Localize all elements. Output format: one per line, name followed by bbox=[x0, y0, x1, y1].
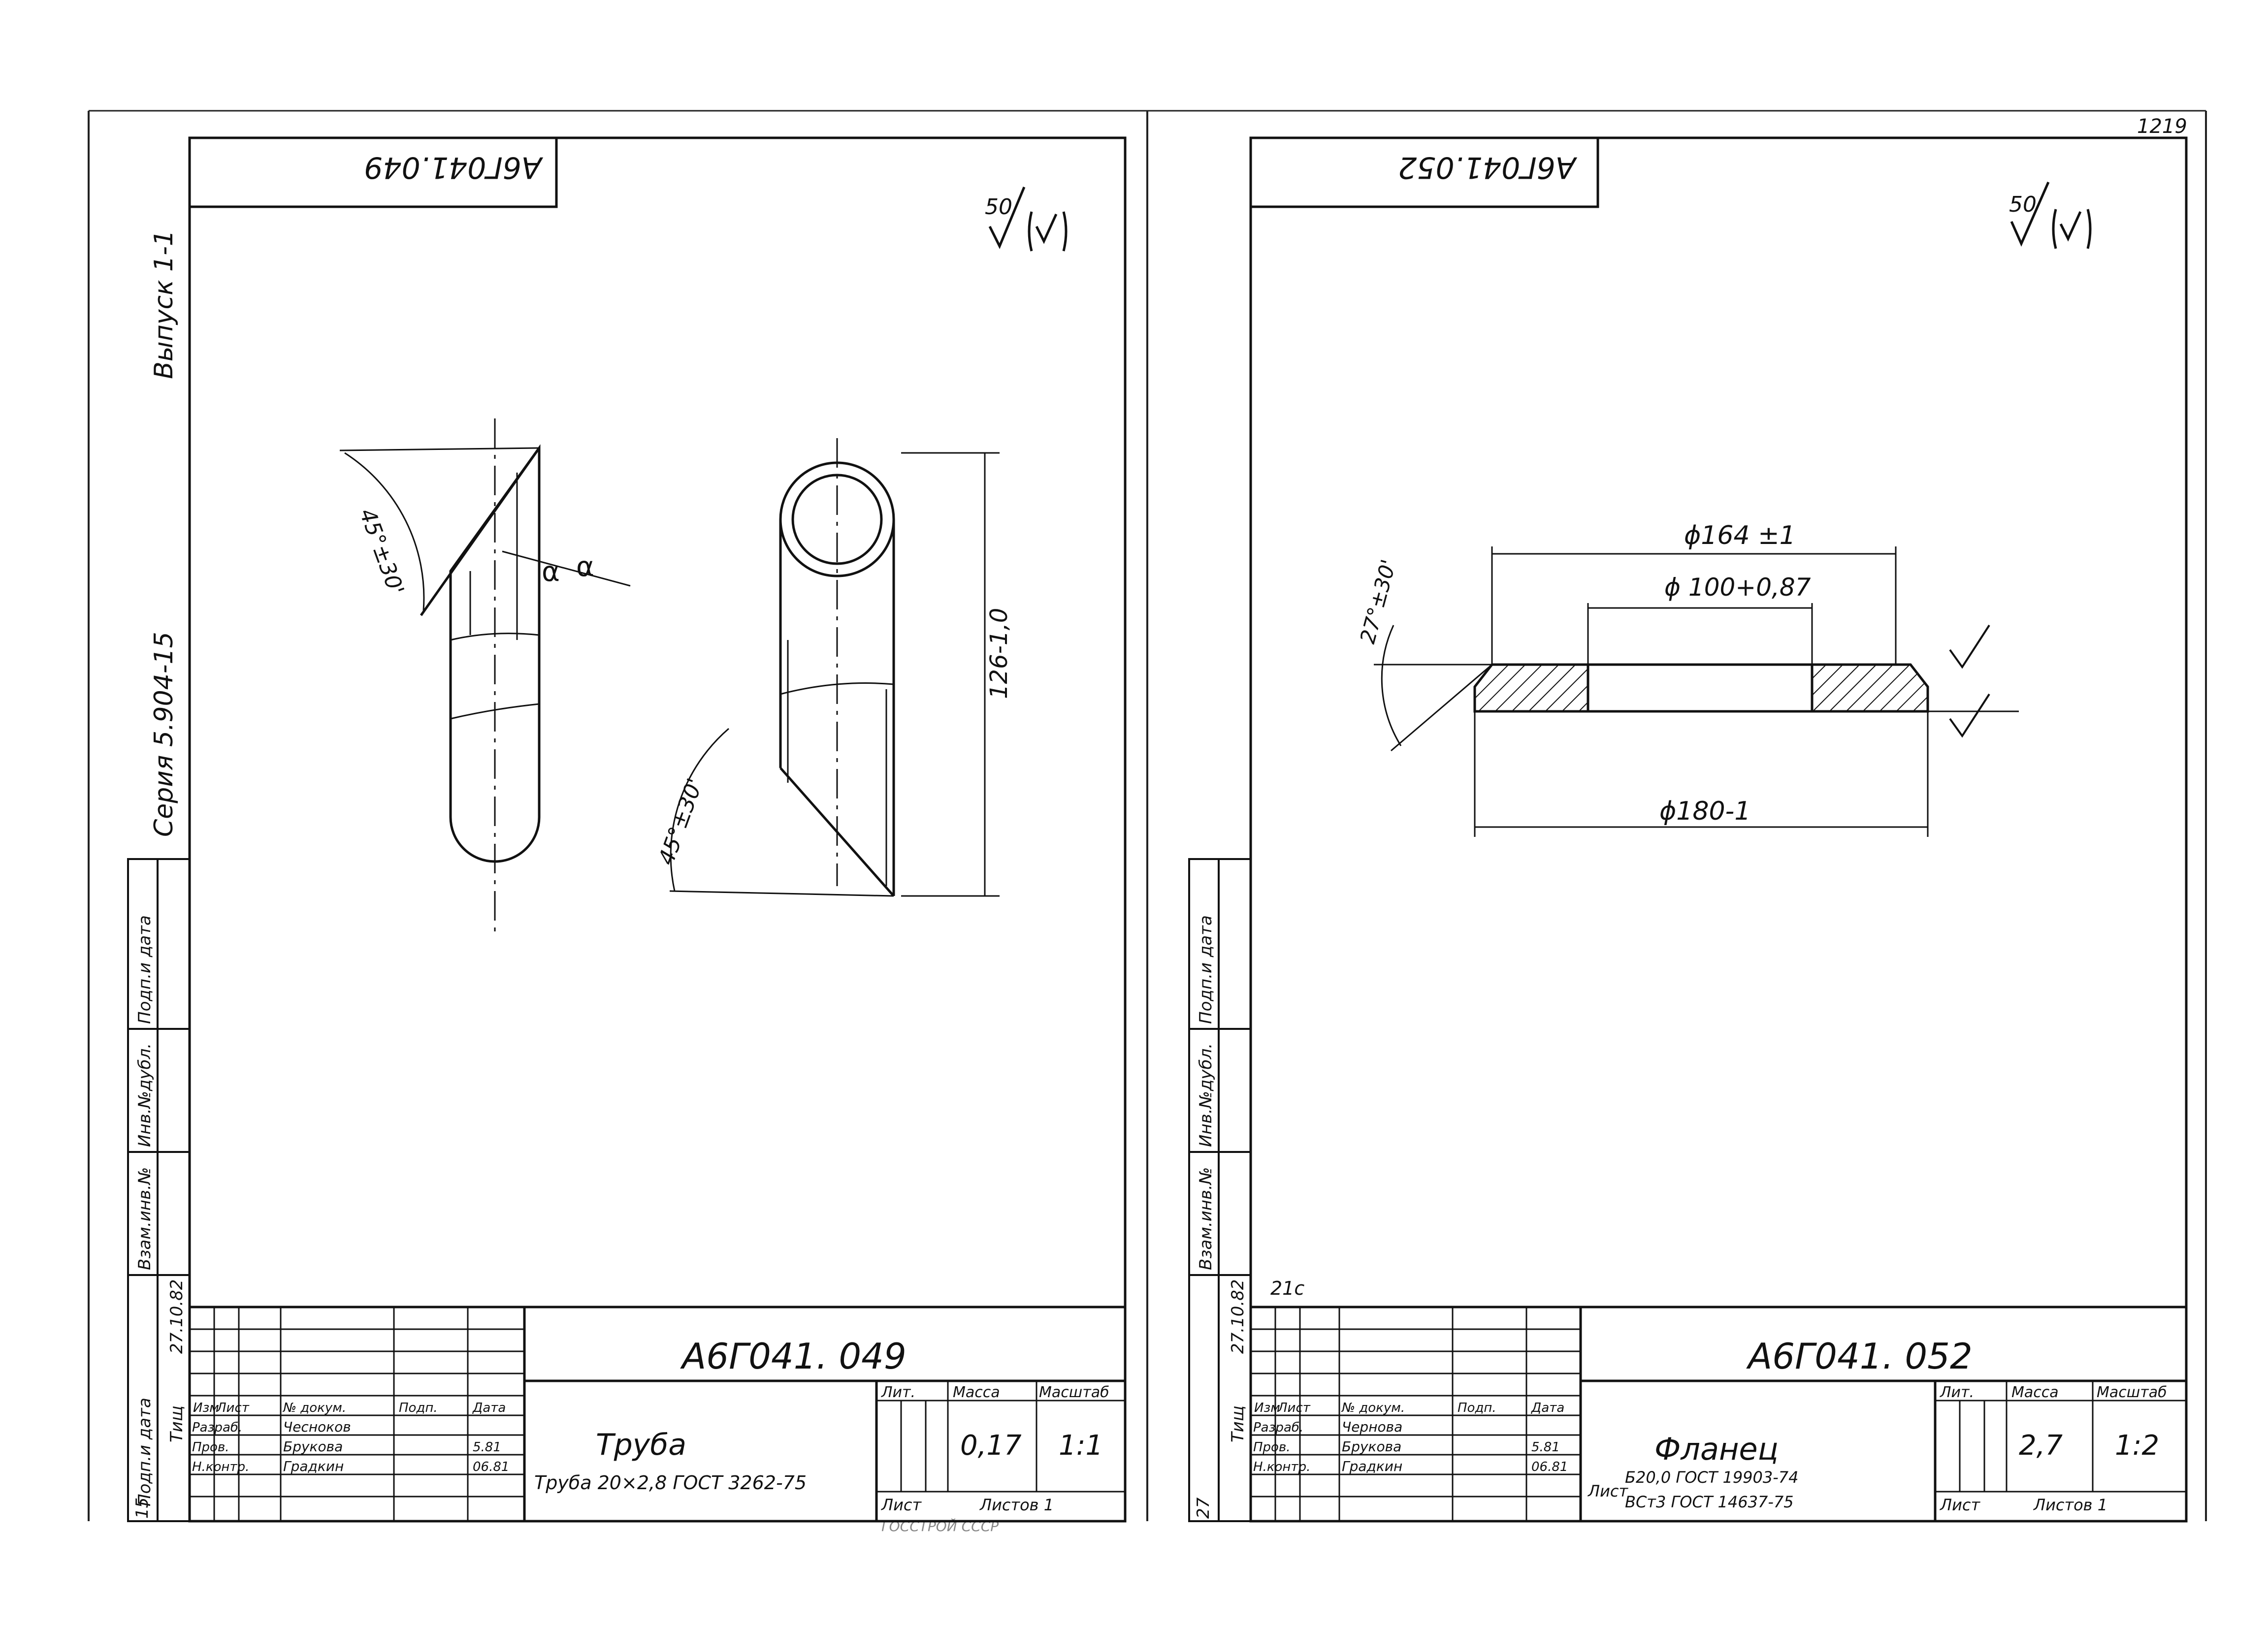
left-dim-length: 126-1,0 bbox=[985, 608, 1013, 699]
right-dim-100: ϕ 100+0,87 bbox=[1664, 573, 1811, 602]
left-side-date: 27.10.82 bbox=[167, 1279, 187, 1354]
right-drawing: А6Г041.052 50 Подп.и дата Инв.№дубл. Вза… bbox=[1188, 136, 2188, 1523]
left-stamp-header-sign: Подп. bbox=[399, 1401, 438, 1415]
right-col-lit: Лит. bbox=[1940, 1384, 1974, 1401]
right-date-control: 06.81 bbox=[1531, 1460, 1568, 1474]
left-side-col-replace: Взам.инв.№ bbox=[135, 1167, 155, 1270]
left-angle-top: 45°±30' bbox=[355, 505, 409, 598]
left-alpha-mark-2: α bbox=[576, 551, 594, 583]
right-role-control: Н.контр. bbox=[1253, 1460, 1310, 1474]
left-code-top: А6Г041.049 bbox=[364, 150, 544, 185]
left-alpha-mark-1: α bbox=[542, 556, 560, 588]
left-role-developer: Разраб. bbox=[192, 1420, 242, 1435]
right-name-checker: Брукова bbox=[1342, 1438, 1401, 1455]
right-stamp-header-list: Лист bbox=[1277, 1401, 1311, 1415]
right-stamp-note: 21с bbox=[1270, 1277, 1304, 1299]
left-side-inv: 15 bbox=[132, 1498, 152, 1519]
right-side-col-dupl: Инв.№дубл. bbox=[1196, 1043, 1216, 1147]
left-bottom-fragment: ГОССТРОЙ СССР bbox=[881, 1518, 999, 1534]
pipe-front-view bbox=[669, 438, 1000, 897]
right-part-name: Фланец bbox=[1654, 1431, 1779, 1467]
left-stamp-header-doc: № докум. bbox=[282, 1401, 346, 1415]
left-date-control: 06.81 bbox=[473, 1460, 509, 1474]
left-side-col-dupl: Инв.№дубл. bbox=[135, 1043, 155, 1147]
right-side-strip bbox=[1188, 858, 1252, 1522]
right-title-code: А6Г041. 052 bbox=[1746, 1336, 1973, 1377]
right-name-control: Градкин bbox=[1342, 1458, 1402, 1474]
left-scale: 1:1 bbox=[1059, 1430, 1103, 1462]
left-col-lit: Лит. bbox=[881, 1384, 915, 1401]
right-stamp-header-doc: № докум. bbox=[1341, 1401, 1405, 1415]
left-date-checker: 5.81 bbox=[473, 1440, 501, 1455]
pipe-side-view bbox=[339, 418, 631, 935]
right-date-checker: 5.81 bbox=[1531, 1440, 1560, 1455]
left-roughness-symbol bbox=[988, 187, 1068, 252]
left-title-code: А6Г041. 049 bbox=[680, 1336, 907, 1377]
flange-roughness-marks bbox=[1949, 624, 1990, 738]
left-side-col-sign-date-2: Подп.и дата bbox=[135, 1398, 155, 1506]
right-dim-164: ϕ164 ±1 bbox=[1684, 521, 1796, 550]
right-roughness-symbol bbox=[2010, 181, 2092, 249]
right-stamp-header-izm: Изм bbox=[1254, 1401, 1280, 1415]
left-role-checker: Пров. bbox=[192, 1440, 229, 1455]
right-sheet-label: Лист bbox=[1940, 1496, 1980, 1514]
left-col-scale: Масштаб bbox=[1039, 1384, 1109, 1401]
right-material-prefix: Лист bbox=[1588, 1482, 1628, 1500]
left-side-strip bbox=[127, 858, 191, 1522]
left-title-block bbox=[190, 1306, 1125, 1521]
left-col-mass: Масса bbox=[953, 1384, 1000, 1401]
left-material: Труба 20×2,8 ГОСТ 3262-75 bbox=[534, 1472, 807, 1494]
left-name-control: Градкин bbox=[283, 1458, 344, 1474]
left-side-issue: Выпуск 1-1 bbox=[149, 230, 179, 379]
left-roughness-value: 50 bbox=[985, 194, 1012, 220]
right-name-developer: Чернова bbox=[1342, 1419, 1402, 1435]
right-roughness-value: 50 bbox=[2009, 192, 2037, 217]
left-stamp-header-izm: Изм bbox=[193, 1401, 219, 1415]
left-side-col-sign-date: Подп.и дата bbox=[135, 915, 155, 1024]
left-frame bbox=[188, 136, 1127, 1523]
flange-section bbox=[1374, 546, 2019, 837]
left-name-checker: Брукова bbox=[283, 1438, 343, 1455]
right-role-developer: Разраб. bbox=[1253, 1420, 1303, 1435]
outer-frame bbox=[88, 110, 2207, 1521]
right-role-checker: Пров. bbox=[1253, 1440, 1291, 1455]
right-scale: 1:2 bbox=[2115, 1430, 2159, 1462]
right-dim-180: ϕ180-1 bbox=[1659, 797, 1750, 826]
left-name-developer: Чесноков bbox=[283, 1419, 351, 1435]
left-side-series: Серия 5.904-15 bbox=[149, 632, 179, 837]
left-role-control: Н.контр. bbox=[192, 1460, 249, 1474]
right-code-top: А6Г041.052 bbox=[1398, 150, 1578, 185]
right-side-inv: 27 bbox=[1194, 1497, 1213, 1519]
right-title-block bbox=[1251, 1306, 2186, 1521]
right-mass: 2,7 bbox=[2019, 1430, 2063, 1462]
left-angle-bottom: 45°±30' bbox=[653, 775, 708, 868]
left-part-name: Труба bbox=[596, 1428, 686, 1462]
right-stamp-header-date: Дата bbox=[1531, 1401, 1564, 1415]
left-side-sign: Тищ bbox=[167, 1405, 187, 1442]
right-side-sign: Тищ bbox=[1228, 1405, 1248, 1442]
left-sheets-label: Листов 1 bbox=[979, 1496, 1054, 1514]
right-code-box bbox=[1249, 136, 1599, 208]
page-corner-note: 1219 bbox=[2137, 115, 2187, 138]
right-sheets-label: Листов 1 bbox=[2033, 1496, 2107, 1514]
right-material-line1: Б20,0 ГОСТ 19903-74 bbox=[1625, 1468, 1799, 1487]
right-col-scale: Масштаб bbox=[2097, 1384, 2167, 1401]
left-code-box bbox=[188, 136, 558, 208]
left-drawing: А6Г041.049 50 Выпуск 1-1 Серия 5.904-15 … bbox=[127, 136, 1127, 1534]
right-side-date: 27.10.82 bbox=[1228, 1279, 1248, 1354]
left-mass: 0,17 bbox=[960, 1430, 1022, 1462]
right-side-col-replace: Взам.инв.№ bbox=[1196, 1167, 1216, 1270]
left-sheet-label: Лист bbox=[881, 1496, 922, 1514]
right-stamp-header-sign: Подп. bbox=[1458, 1401, 1496, 1415]
right-side-col-sign-date: Подп.и дата bbox=[1196, 915, 1216, 1024]
right-material-line2: ВСт3 ГОСТ 14637-75 bbox=[1625, 1493, 1794, 1511]
right-frame bbox=[1249, 136, 2188, 1523]
right-angle: 27°±30' bbox=[1355, 557, 1401, 646]
right-col-mass: Масса bbox=[2011, 1384, 2059, 1401]
left-stamp-header-list: Лист bbox=[216, 1401, 250, 1415]
left-stamp-header-date: Дата bbox=[472, 1401, 506, 1415]
